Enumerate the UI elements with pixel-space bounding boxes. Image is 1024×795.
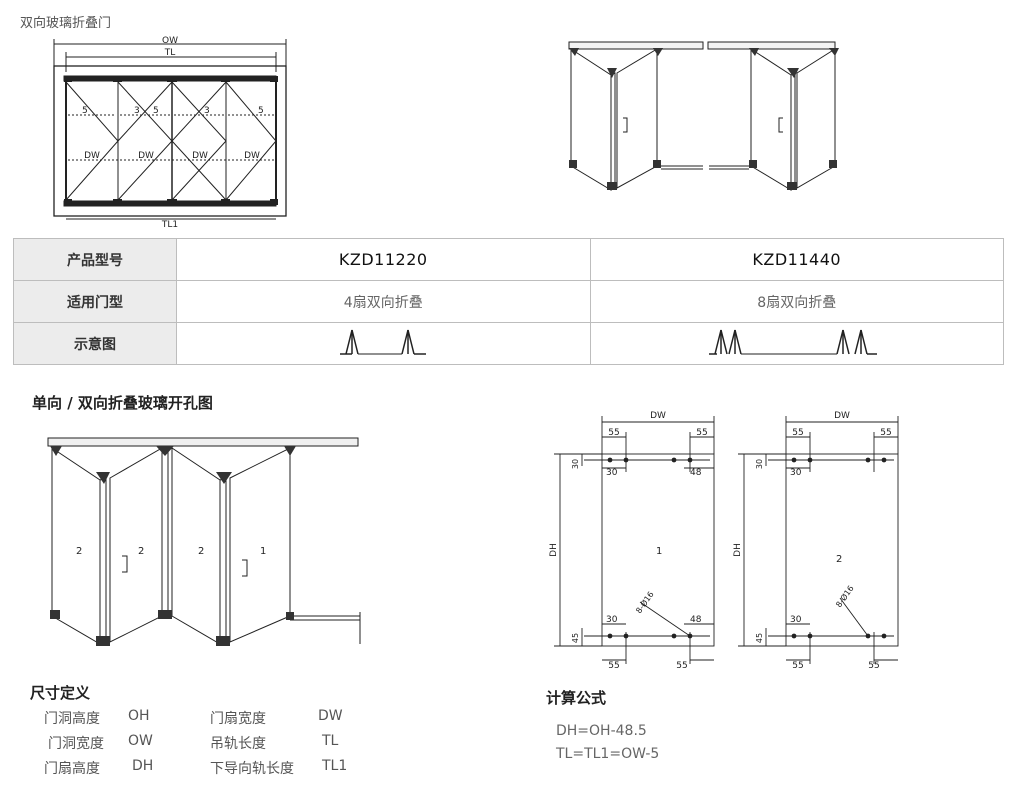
dim-48-top: 48 <box>690 468 702 478</box>
page-title: 双向玻璃折叠门 <box>20 16 112 31</box>
dim-30-left: 30 <box>755 459 764 469</box>
fold-diagram-8 <box>708 329 877 355</box>
panel-number-2: 2 <box>138 546 144 557</box>
dim-30-bottom: 30 <box>606 615 618 625</box>
dh-label: DH <box>733 543 743 557</box>
dh-label: DH <box>549 543 559 557</box>
header-door-type: 适用门型 <box>13 280 177 323</box>
diagram-cell-2 <box>589 322 1004 365</box>
dw-label-2: DW <box>138 151 154 161</box>
model-cell-1: KZD11220 <box>176 238 591 281</box>
hole-section-title: 单向 / 双向折叠玻璃开孔图 <box>32 394 213 412</box>
def-label-tl1: 下导向轨长度 <box>210 761 294 777</box>
panel-number: 2 <box>836 554 842 565</box>
dw-label-4: DW <box>244 151 260 161</box>
dim-5-right: 5 <box>258 106 264 116</box>
tl1-label: TL1 <box>161 220 178 230</box>
def-label-tl: 吊轨长度 <box>210 736 266 752</box>
dim-3-right: 3 <box>204 106 210 116</box>
panel-number-3: 2 <box>198 546 204 557</box>
def-label-ow: 门洞宽度 <box>48 736 104 752</box>
formula-dh: DH=OH-48.5 <box>556 723 647 739</box>
hole-drawing-2: DW 55 55 30 30 55 55 2 DH 30 45 8-Ø16 <box>733 411 899 671</box>
panel-number-4: 1 <box>260 546 266 557</box>
dim-30-bottom: 30 <box>790 615 802 625</box>
ow-label: OW <box>162 36 178 46</box>
dim-55-bottom-left: 55 <box>608 661 619 671</box>
fold-diagram-4 <box>340 329 427 355</box>
table-row: 示意图 <box>13 322 1004 365</box>
hole-spec: 8-Ø16 <box>833 583 855 609</box>
panel-number: 1 <box>656 546 662 557</box>
dim-30-top: 30 <box>790 468 802 478</box>
panel-number-1: 2 <box>76 546 82 557</box>
dim-5-midleft: 5 <box>153 106 159 116</box>
spec-table: 产品型号 KZD11220 KZD11440 适用门型 4扇双向折叠 8扇双向折… <box>13 238 1004 365</box>
dim-3-left: 3 <box>134 106 140 116</box>
dw-label: DW <box>834 411 850 421</box>
dim-55-bottom-right: 55 <box>676 661 687 671</box>
dw-label-3: DW <box>192 151 208 161</box>
hole-spec: 8-Ø16 <box>633 589 655 615</box>
plan-drawing: OW TL TL1 5 3 5 3 5 DW DW DW DW <box>53 36 287 230</box>
def-abbr-ow: OW <box>128 733 153 749</box>
def-label-dw: 门扇宽度 <box>210 711 266 727</box>
tl-label: TL <box>164 48 176 58</box>
door-type-cell-2: 8扇双向折叠 <box>589 280 1004 323</box>
def-abbr-dh: DH <box>132 758 154 774</box>
diagram-cell-1 <box>176 322 591 365</box>
def-label-oh: 门洞高度 <box>44 711 100 727</box>
dim-55-top-left: 55 <box>792 428 803 438</box>
def-abbr-oh: OH <box>128 708 150 724</box>
dim-48-bottom: 48 <box>690 615 702 625</box>
dim-45-left: 45 <box>571 633 580 643</box>
header-model: 产品型号 <box>13 238 177 281</box>
header-diagram: 示意图 <box>13 322 177 365</box>
dw-label-1: DW <box>84 151 100 161</box>
perspective-drawing-top <box>568 41 839 191</box>
dim-45-left: 45 <box>755 633 764 643</box>
dim-30-top: 30 <box>606 468 618 478</box>
model-cell-2: KZD11440 <box>589 238 1004 281</box>
def-abbr-tl: TL <box>322 733 339 749</box>
table-row: 适用门型 4扇双向折叠 8扇双向折叠 <box>13 280 1004 323</box>
dim-30-left: 30 <box>571 459 580 469</box>
formula-tl: TL=TL1=OW-5 <box>556 746 660 762</box>
dim-55-top-left: 55 <box>608 428 619 438</box>
dw-label: DW <box>650 411 666 421</box>
perspective-drawing-bottom: 2 2 2 1 <box>47 437 361 646</box>
dim-5-left: 5 <box>82 106 88 116</box>
formulas-title: 计算公式 <box>546 689 607 707</box>
def-abbr-dw: DW <box>318 708 343 724</box>
hole-drawing-1: DW 55 55 30 48 30 48 55 55 1 DH 30 45 8-… <box>549 411 715 671</box>
def-abbr-tl1: TL1 <box>322 758 348 774</box>
door-type-cell-1: 4扇双向折叠 <box>176 280 591 323</box>
dim-55-top-right: 55 <box>880 428 891 438</box>
dim-55-bottom-right: 55 <box>868 661 879 671</box>
table-row: 产品型号 KZD11220 KZD11440 <box>13 238 1004 281</box>
definitions-title: 尺寸定义 <box>30 684 91 702</box>
def-label-dh: 门扇高度 <box>44 761 100 777</box>
dim-55-bottom-left: 55 <box>792 661 803 671</box>
dim-55-top-right: 55 <box>696 428 707 438</box>
